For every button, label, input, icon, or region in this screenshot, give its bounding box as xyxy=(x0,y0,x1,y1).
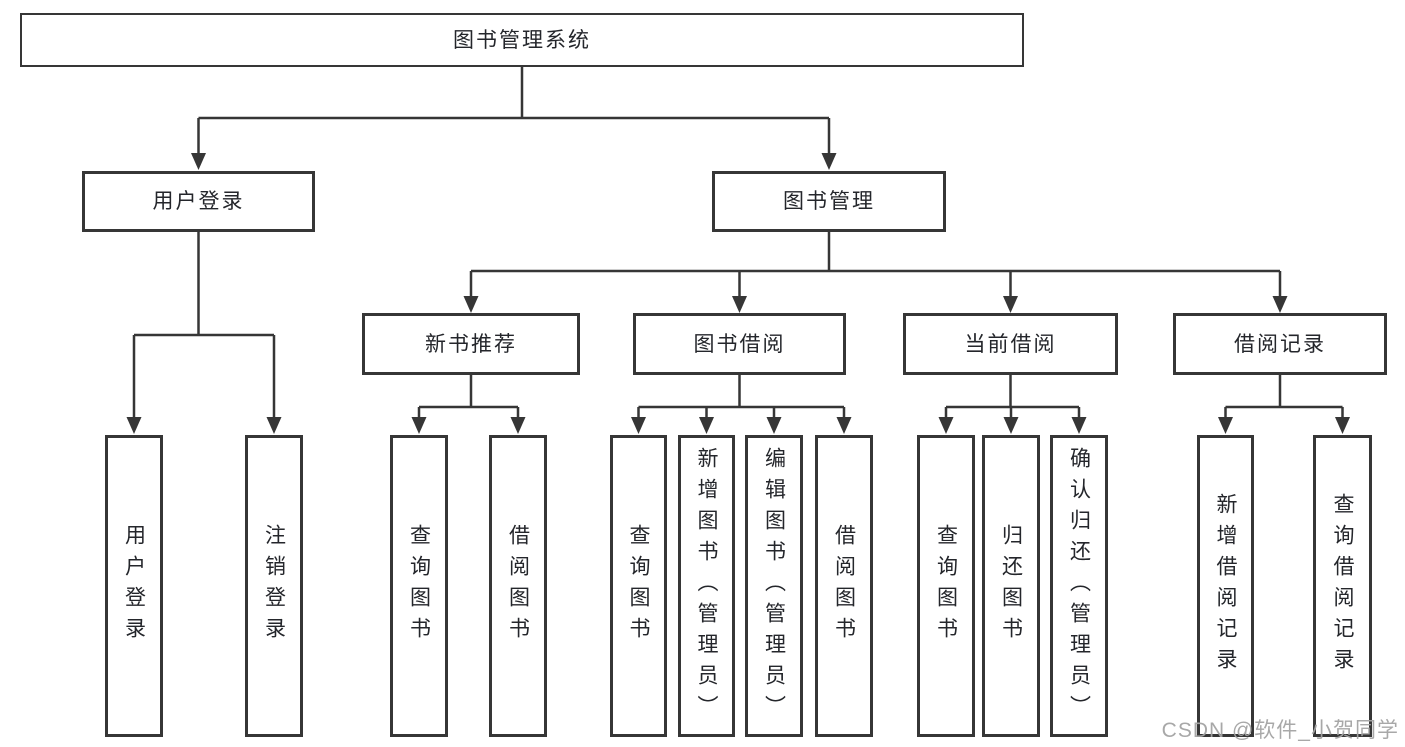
csdn-watermark: CSDN @软件_小贺同学 xyxy=(1161,719,1399,742)
arrow-icon xyxy=(938,417,954,434)
arrow-icon xyxy=(463,296,479,313)
edge-bookborrow-to-leaves xyxy=(637,375,846,422)
arrow-icon xyxy=(836,417,852,434)
node-new-book-recommendation: 新书推荐 xyxy=(362,313,580,375)
leaf-query-books-borrow: 查询图书 xyxy=(610,435,667,737)
arrow-icon xyxy=(699,417,714,434)
leaf-edit-books-admin: 编辑图书（管理员） xyxy=(745,435,803,737)
node-borrowing-records: 借阅记录 xyxy=(1173,313,1387,375)
arrow-icon xyxy=(631,417,646,434)
edge-currentborrow-to-leaves xyxy=(944,375,1081,422)
arrow-icon xyxy=(1335,417,1350,434)
leaf-logout-login: 注销登录 xyxy=(245,435,303,737)
edge-records-to-leaves xyxy=(1224,375,1344,422)
leaf-query-books-current: 查询图书 xyxy=(917,435,975,737)
node-book-borrowing: 图书借阅 xyxy=(633,313,846,375)
leaf-query-borrow-record: 查询借阅记录 xyxy=(1313,435,1372,737)
arrow-icon xyxy=(191,153,206,170)
arrow-icon xyxy=(411,417,427,434)
arrow-icon xyxy=(821,153,837,170)
leaf-confirm-return-admin: 确认归还（管理员） xyxy=(1050,435,1108,737)
arrow-icon xyxy=(1218,417,1233,434)
leaf-add-books-admin: 新增图书（管理员） xyxy=(678,435,735,737)
leaf-add-borrow-record: 新增借阅记录 xyxy=(1197,435,1254,737)
node-book-management: 图书管理 xyxy=(712,171,946,232)
edge-bookmgmt-to-level3 xyxy=(469,232,1282,301)
arrow-icon xyxy=(732,296,747,313)
edge-newbook-to-leaves xyxy=(417,375,520,422)
edge-userlogin-to-leaves xyxy=(132,232,276,422)
node-current-borrowing: 当前借阅 xyxy=(903,313,1118,375)
arrow-icon xyxy=(126,417,142,434)
arrow-icon xyxy=(1003,296,1018,313)
node-root-system: 图书管理系统 xyxy=(20,13,1024,67)
arrow-icon xyxy=(510,417,526,434)
node-user-login: 用户登录 xyxy=(82,171,315,232)
arrow-icon xyxy=(766,417,782,434)
leaf-query-books-recommend: 查询图书 xyxy=(390,435,448,737)
leaf-user-login: 用户登录 xyxy=(105,435,163,737)
leaf-return-books: 归还图书 xyxy=(982,435,1040,737)
leaf-borrow-books-recommend: 借阅图书 xyxy=(489,435,547,737)
arrow-icon xyxy=(1272,296,1288,313)
leaf-borrow-books: 借阅图书 xyxy=(815,435,873,737)
arrow-icon xyxy=(1003,417,1019,434)
arrow-icon xyxy=(266,417,282,434)
arrow-icon xyxy=(1071,417,1087,434)
edge-root-to-level2 xyxy=(197,67,831,158)
